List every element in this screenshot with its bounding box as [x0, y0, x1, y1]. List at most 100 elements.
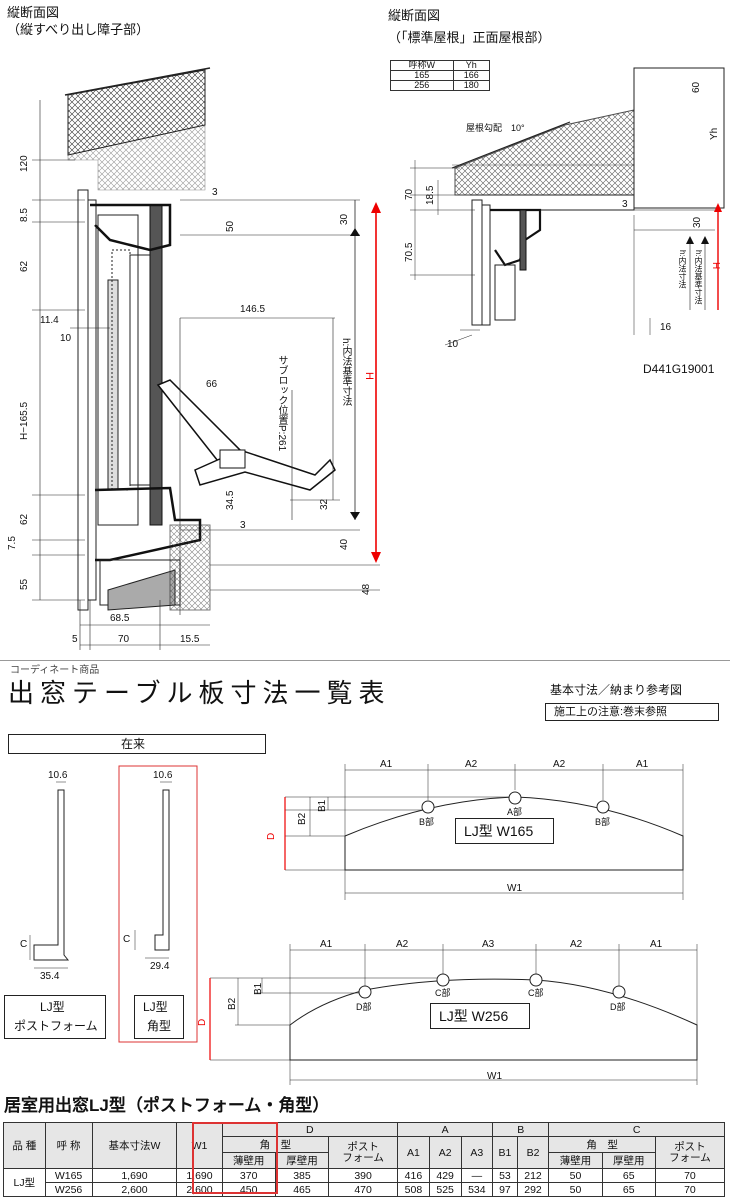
table-cell: 292	[516, 1182, 550, 1197]
table-cell: 65	[601, 1182, 656, 1197]
dim-10: 10	[60, 333, 72, 344]
post-name1: LJ型	[40, 1000, 65, 1014]
left-section-drawing	[32, 67, 381, 650]
kaku-name1: LJ型	[143, 1000, 168, 1014]
table-row: LJ型 W165 1,690 1,690 370 385 390 416 429…	[3, 1168, 726, 1197]
dimension-table: 品 種 呼 称 基本寸法W W1 D A B C 角 型 ポスト フォーム A1…	[3, 1122, 726, 1197]
kaku-name2: 角型	[147, 1019, 172, 1033]
th-c-atsu: 厚壁用	[601, 1152, 656, 1169]
existing-box: 在来	[8, 734, 266, 754]
th-a1: A1	[397, 1136, 430, 1169]
table-cell: 2,600	[91, 1182, 178, 1197]
p256-a1: A1	[320, 939, 333, 950]
left-title-line2: （縦すべり出し障子部）	[7, 22, 150, 37]
p165-a1: A1	[380, 759, 393, 770]
table-cell: 53	[492, 1168, 518, 1183]
th-c-usu: 薄壁用	[548, 1152, 603, 1169]
th-a2: A2	[428, 1136, 462, 1169]
table-cell: 65	[601, 1168, 656, 1183]
product-cell: LJ型	[3, 1168, 46, 1197]
p256-c-right: C部	[528, 988, 544, 998]
table-cell: 390	[328, 1168, 399, 1183]
post-top-dim: 10.6	[48, 770, 68, 781]
table-title: 居室用出窓LJ型（ポストフォーム・角型）	[4, 1096, 330, 1115]
yh-table: 呼称W Yh 165 166 256 180	[390, 60, 491, 91]
right-title-line2: （「標準屋根」正面屋根部）	[388, 30, 551, 45]
p165-w1: W1	[507, 883, 522, 894]
roof-pitch: 屋根勾配 10°	[466, 123, 525, 133]
post-c-dim: C	[20, 939, 28, 950]
dim-5: 5	[72, 634, 78, 645]
p165-b2: B2	[297, 812, 308, 825]
sublock-label: サブロック位置P:261	[276, 355, 287, 452]
existing-label: 在来	[121, 737, 146, 751]
rdim-16: 16	[660, 322, 672, 333]
p256-a3: A3	[482, 939, 495, 950]
ref-note: 施工上の注意:巻末参照	[554, 706, 668, 718]
p165-a-mid: A部	[507, 807, 523, 817]
p165-a2b: A2	[553, 759, 566, 770]
kaku-name-box: LJ型 角型	[134, 995, 184, 1039]
p165-b-right: B部	[595, 817, 611, 827]
dim-15-5: 15.5	[180, 634, 200, 645]
divider	[0, 660, 730, 661]
rdim-10: 10	[447, 339, 459, 350]
p256-d-left: D部	[356, 1002, 372, 1012]
table-cell: 465	[274, 1182, 330, 1197]
th-A: A	[397, 1122, 494, 1137]
table-cell: 508	[397, 1182, 430, 1197]
table-cell: 1,690	[91, 1168, 178, 1183]
dim-11-4: 11.4	[40, 315, 59, 326]
table-cell: 525	[428, 1182, 462, 1197]
th-b2: B2	[516, 1136, 550, 1169]
drawing-code: D441G19001	[643, 362, 715, 376]
p256-b2: B2	[227, 997, 238, 1010]
table-cell: 97	[492, 1182, 518, 1197]
table-cell: 385	[274, 1168, 330, 1183]
kaku-c-dim: C	[123, 934, 131, 945]
table-cell: 1,690	[176, 1168, 223, 1183]
p165-b-left: B部	[419, 817, 435, 827]
p165-name-box: LJ型 W165	[455, 818, 554, 844]
p256-name: LJ型 W256	[439, 1008, 509, 1024]
dim-66: 66	[206, 379, 218, 390]
table-cell: 70	[654, 1168, 726, 1183]
p256-w1: W1	[487, 1071, 502, 1082]
p256-a2b: A2	[570, 939, 583, 950]
p256-b1: B1	[253, 982, 264, 995]
p256-name-box: LJ型 W256	[430, 1003, 530, 1029]
th-a3: A3	[460, 1136, 494, 1169]
table-cell: 534	[460, 1182, 494, 1197]
th-d-kaku: 角 型	[221, 1136, 330, 1153]
th-yobi: 呼 称	[44, 1122, 93, 1169]
table-row: W256 2,600 2,600 450 465 470 508 525 534…	[4, 1182, 726, 1197]
table-cell: 370	[221, 1168, 276, 1183]
p256-a2: A2	[396, 939, 409, 950]
table-cell: W256	[44, 1182, 93, 1197]
table-cell: 2,600	[176, 1182, 223, 1197]
p256-d: D	[197, 1018, 208, 1026]
th-D: D	[221, 1122, 399, 1137]
p165-a2: A2	[465, 759, 478, 770]
H-label: H	[363, 372, 375, 380]
p165-b1: B1	[317, 799, 328, 812]
kaku-top-dim: 10.6	[153, 770, 173, 781]
post-name-box: LJ型 ポストフォーム	[4, 995, 106, 1039]
r-h-inner: h:内法寸法	[678, 250, 687, 289]
dim-3b: 3	[240, 520, 246, 531]
kaku-bottom-dim: 29.4	[150, 961, 170, 972]
dim-3: 3	[212, 187, 218, 198]
right-title-line1: 縦断面図	[388, 8, 441, 23]
ref-note-box: 施工上の注意:巻末参照	[545, 703, 719, 721]
th-c-post: ポスト フォーム	[654, 1136, 726, 1169]
p256-d-right: D部	[610, 1002, 626, 1012]
rdim-3: 3	[622, 199, 628, 210]
post-bottom-dim: 35.4	[40, 971, 60, 982]
table-cell: 212	[516, 1168, 550, 1183]
table-cell: 450	[221, 1182, 276, 1197]
p165-d: D	[266, 832, 277, 840]
dim-68-5: 68.5	[110, 613, 130, 624]
table-cell: 416	[397, 1168, 430, 1183]
right-section-drawing	[410, 67, 725, 346]
ref-title: 基本寸法／納まり参考図	[550, 683, 683, 697]
